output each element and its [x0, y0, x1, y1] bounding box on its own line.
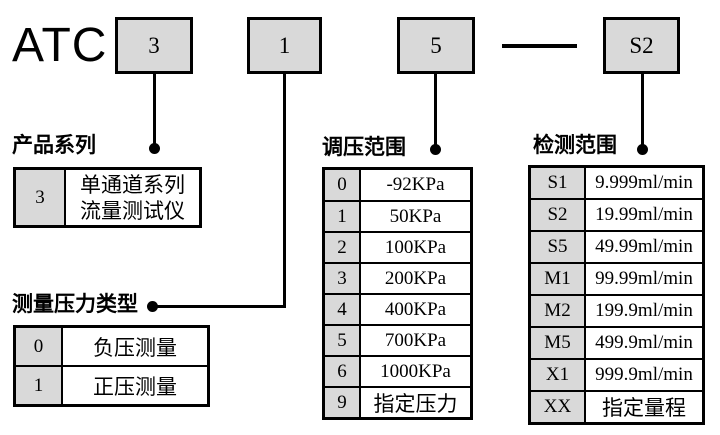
table-row: 0 负压测量 [16, 328, 207, 365]
value-cell: 指定量程 [602, 396, 686, 420]
value-cell: -92KPa [386, 174, 445, 195]
table-row: S1 9.999ml/min [531, 168, 702, 198]
table-product-series: 3 单通道系列 流量测试仪 [13, 167, 202, 228]
code-cell: 3 [16, 170, 66, 225]
table-row: 0 -92KPa [325, 170, 470, 200]
code-cell: S2 [531, 200, 586, 230]
connector-dot-regulation-range [430, 144, 441, 155]
table-row: 3 单通道系列 流量测试仪 [16, 170, 199, 225]
table-row: M2 199.9ml/min [531, 294, 702, 326]
table-row: 1 50KPa [325, 200, 470, 231]
code-cell: 9 [325, 388, 361, 417]
value-cell: 19.99ml/min [595, 204, 693, 225]
value-cell: 1000KPa [380, 360, 451, 382]
connector-dot-product-series [149, 143, 160, 154]
segment-value: S2 [629, 32, 654, 58]
segment-box-product-series: 3 [115, 17, 193, 74]
section-title-regulation-range: 调压范围 [322, 135, 406, 159]
code-cell: M1 [531, 264, 586, 294]
code-cell: 0 [16, 328, 63, 365]
value-line-1: 单通道系列 [80, 172, 185, 197]
value-cell: 400KPa [384, 298, 447, 320]
connector-line-pressure-type-horizontal [152, 305, 286, 308]
section-title-pressure-type: 测量压力类型 [12, 292, 138, 316]
value-cell: 100KPa [384, 236, 447, 258]
value-cell: 指定压力 [373, 391, 458, 416]
table-row: 4 400KPa [325, 293, 470, 324]
code-cell: 0 [325, 170, 361, 200]
value-cell: 999.9ml/min [595, 364, 693, 385]
code-cell: S1 [531, 168, 586, 198]
value-cell: 单通道系列 流量测试仪 [66, 170, 199, 225]
table-row: S5 49.99ml/min [531, 230, 702, 262]
value-cell: 700KPa [384, 329, 447, 351]
value-cell: 200KPa [384, 267, 447, 289]
code-cell: 3 [325, 264, 361, 293]
table-row: 3 200KPa [325, 262, 470, 293]
table-row: X1 999.9ml/min [531, 358, 702, 390]
table-row: M1 99.99ml/min [531, 262, 702, 294]
segment-box-pressure-type: 1 [247, 17, 322, 74]
connector-line-pressure-type-vertical [283, 74, 286, 308]
code-cell: S5 [531, 232, 586, 262]
code-cell: M5 [531, 328, 586, 358]
connector-line-product-series [153, 74, 156, 144]
section-title-detection-range: 检测范围 [533, 133, 617, 157]
segment-value: 1 [278, 32, 291, 58]
segment-value: 5 [430, 32, 442, 58]
model-prefix: ATC [12, 19, 108, 72]
code-cell: 4 [325, 295, 361, 324]
table-regulation-range: 0 -92KPa 1 50KPa 2 100KPa 3 200KPa 4 400… [322, 167, 473, 420]
value-cell: 正压测量 [93, 374, 177, 399]
value-cell: 9.999ml/min [595, 172, 693, 193]
code-cell: 5 [325, 326, 361, 355]
connector-dot-detection-range [637, 144, 648, 155]
table-row: 5 700KPa [325, 324, 470, 355]
connector-line-detection-range [641, 74, 644, 146]
code-cell: 6 [325, 357, 361, 386]
connector-line-regulation-range [434, 74, 437, 146]
code-cell: M2 [531, 296, 586, 326]
segment-value: 3 [148, 32, 160, 58]
table-pressure-type: 0 负压测量 1 正压测量 [13, 325, 210, 407]
section-title-product-series: 产品系列 [12, 133, 96, 157]
code-cell: 1 [325, 202, 361, 231]
value-line-2: 流量测试仪 [80, 198, 185, 223]
segment-box-detection-range: S2 [603, 17, 680, 74]
separator-dash [502, 44, 577, 48]
code-cell: X1 [531, 360, 586, 390]
table-row: S2 19.99ml/min [531, 198, 702, 230]
value-cell: 199.9ml/min [595, 300, 693, 321]
value-cell: 50KPa [389, 205, 442, 227]
code-cell: 2 [325, 233, 361, 262]
code-cell: XX [531, 392, 586, 422]
value-cell: 99.99ml/min [595, 268, 693, 289]
code-cell: 1 [16, 367, 63, 404]
value-cell: 负压测量 [93, 335, 177, 360]
table-row: 1 正压测量 [16, 365, 207, 404]
value-cell: 49.99ml/min [595, 236, 693, 257]
table-row: 2 100KPa [325, 231, 470, 262]
connector-dot-pressure-type [147, 301, 158, 312]
table-row: 9 指定压力 [325, 386, 470, 417]
table-detection-range: S1 9.999ml/min S2 19.99ml/min S5 49.99ml… [528, 165, 705, 425]
table-row: XX 指定量程 [531, 390, 702, 422]
value-cell: 499.9ml/min [595, 332, 693, 353]
table-row: M5 499.9ml/min [531, 326, 702, 358]
segment-box-regulation-range: 5 [397, 17, 475, 74]
table-row: 6 1000KPa [325, 355, 470, 386]
